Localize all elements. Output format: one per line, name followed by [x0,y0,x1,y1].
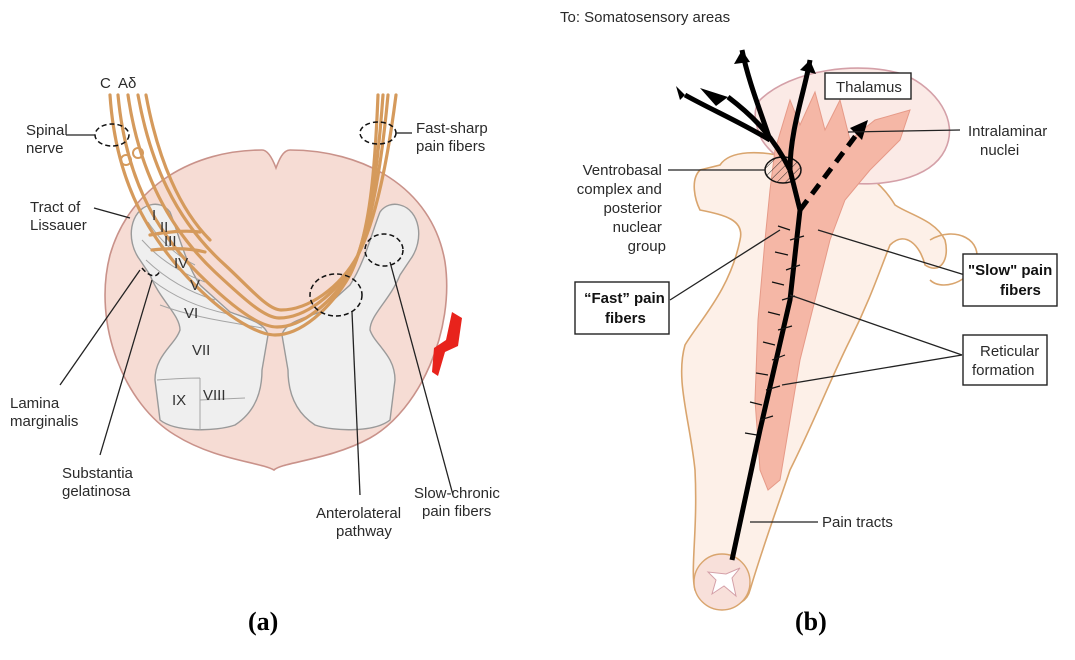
slow-chronic-label: Slow-chronic pain fibers [414,485,504,520]
lamina-VIII: VIII [203,387,226,404]
panel-b: To: Somatosensory areas Thalamus Intrala… [560,9,1057,636]
somatosensory-label: To: Somatosensory areas [560,9,730,26]
ventrobasal-label: Ventrobasal complex and posterior nuclea… [577,162,666,255]
fiber-adelta-label: Aδ [118,75,136,92]
lamina-IX: IX [172,392,186,409]
lamina-VII: VII [192,342,210,359]
pain-tracts-label: Pain tracts [822,514,893,531]
panel-b-label: (b) [795,607,827,636]
lamina-marginalis-label: Lamina marginalis [10,395,78,430]
fiber-c-label: C [100,75,111,92]
thalamus-label: Thalamus [836,79,902,96]
spinal-nerve-label: Spinal nerve [26,122,72,157]
fast-sharp-label: Fast-sharp pain fibers [416,120,492,155]
lamina-I: I [152,207,156,224]
panel-a-label: (a) [248,607,278,636]
anterolateral-label: Anterolateral pathway [316,505,405,540]
lamina-VI: VI [184,305,198,322]
lamina-III: III [164,233,177,250]
tract-lissauer-label: Tract of Lissauer [30,199,87,234]
panel-a: I II III IV V VI VII VIII IX C Aδ Spinal… [10,75,504,636]
lamina-IV: IV [174,255,188,272]
substantia-gelatinosa-label: Substantia gelatinosa [62,465,137,500]
intralaminar-label: Intralaminar nuclei [968,123,1051,159]
lamina-V: V [190,277,200,294]
